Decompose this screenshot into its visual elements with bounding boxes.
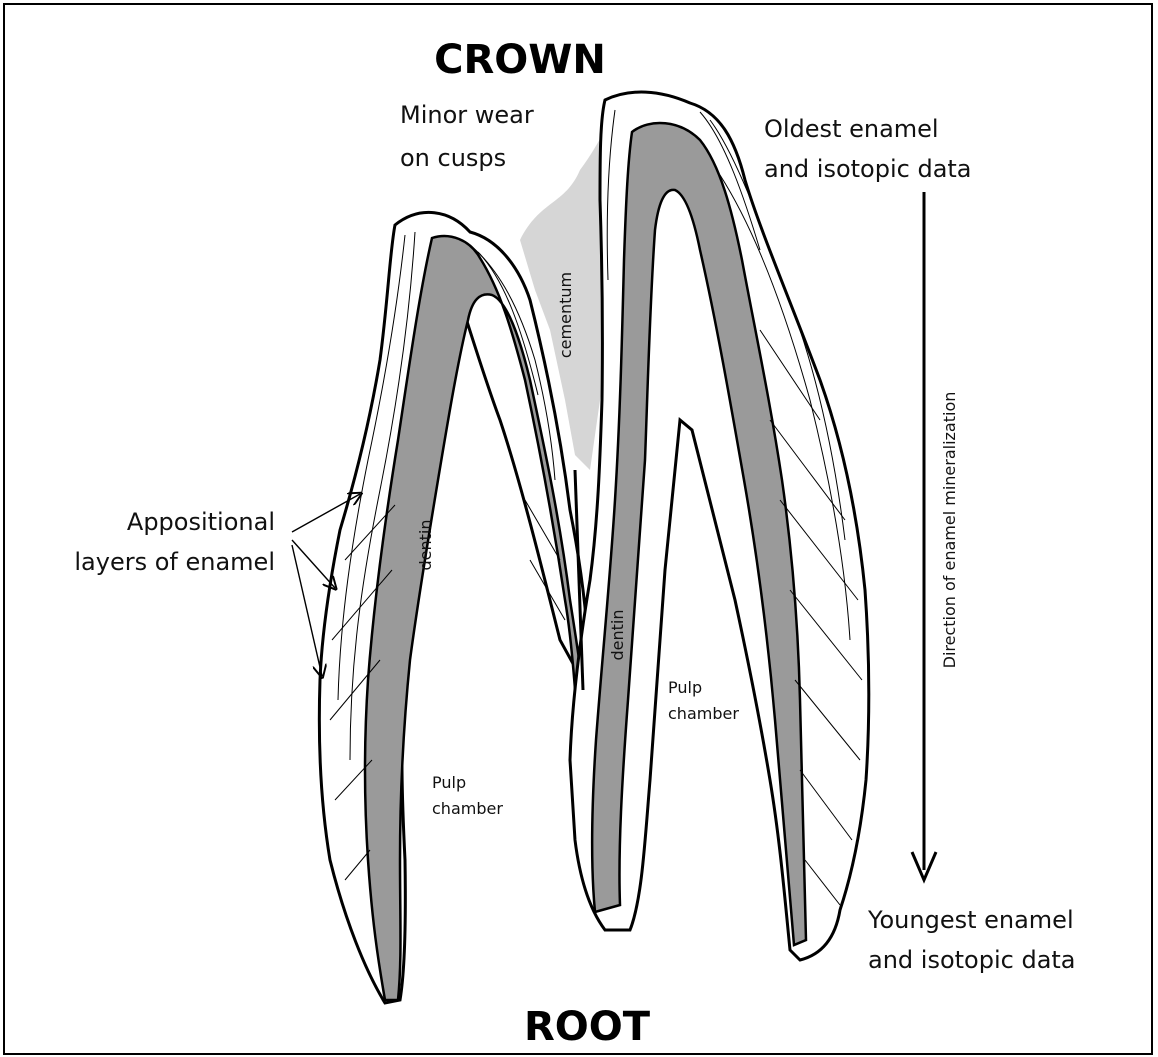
- minor-wear-label-1: Minor wear: [400, 101, 534, 129]
- direction-label: Direction of enamel mineralization: [940, 392, 959, 669]
- oldest-label-2: and isotopic data: [764, 155, 972, 183]
- appositional-label-1: Appositional: [127, 508, 275, 536]
- youngest-label-1: Youngest enamel: [867, 906, 1074, 934]
- pulp-right-label-2: chamber: [668, 704, 739, 723]
- mineralization-arrow: [912, 192, 936, 880]
- minor-wear-label-2: on cusps: [400, 144, 506, 172]
- youngest-label-2: and isotopic data: [868, 946, 1076, 974]
- cementum-label: cementum: [556, 272, 575, 358]
- appositional-label-2: layers of enamel: [74, 548, 275, 576]
- crown-title: CROWN: [434, 37, 606, 83]
- dentin-left-label: dentin: [416, 520, 435, 571]
- root-title: ROOT: [524, 1004, 651, 1050]
- pulp-left-label-2: chamber: [432, 799, 503, 818]
- oldest-label-1: Oldest enamel: [764, 115, 939, 143]
- pulp-left-label-1: Pulp: [432, 773, 466, 792]
- dentin-right-label: dentin: [608, 610, 627, 661]
- pulp-right-label-1: Pulp: [668, 678, 702, 697]
